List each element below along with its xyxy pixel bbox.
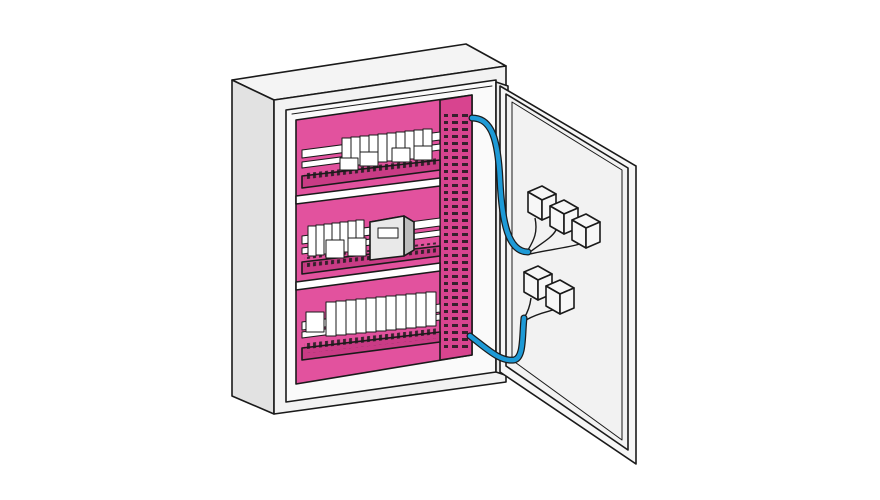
vertical-duct-slots (444, 110, 468, 348)
cable-bundles (466, 114, 532, 364)
cabinet-door (495, 81, 637, 465)
component-row-1 (301, 128, 441, 171)
meter-device (369, 215, 415, 261)
component-row-3 (301, 291, 441, 339)
door-devices-upper (527, 185, 601, 249)
door-devices-lower (523, 265, 575, 315)
device-wiring (523, 217, 581, 321)
component-row-2 (301, 215, 441, 261)
